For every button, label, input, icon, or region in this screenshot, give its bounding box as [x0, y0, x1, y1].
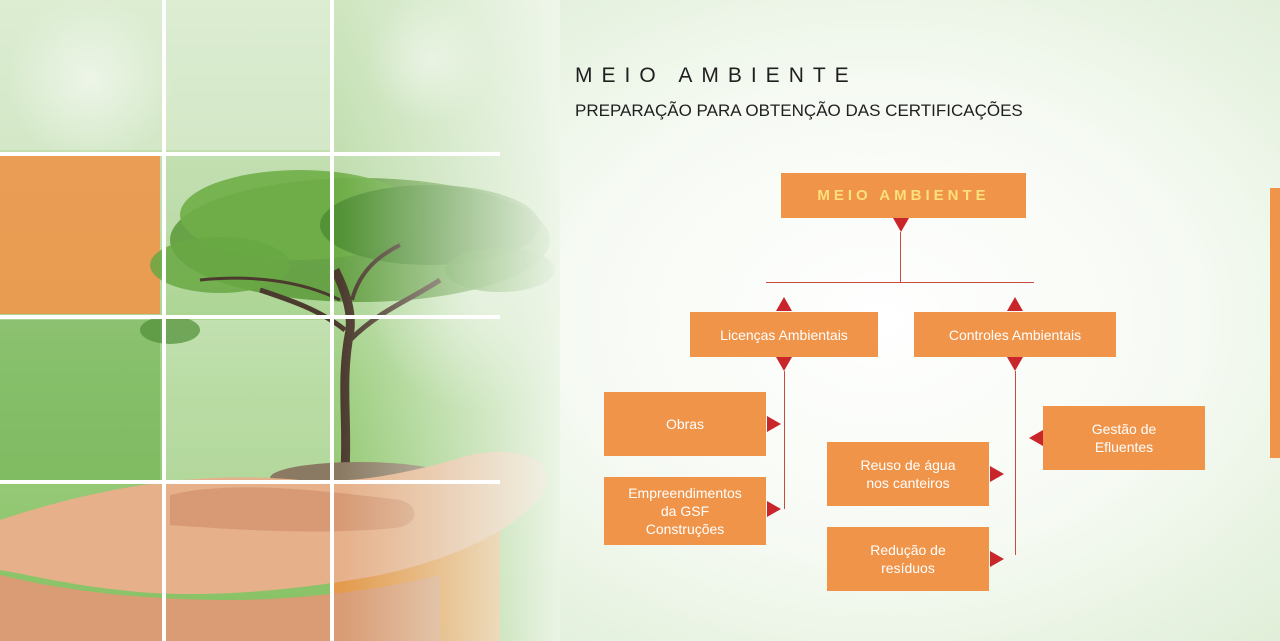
diagram-root-node: MEIO AMBIENTE — [781, 173, 1026, 218]
arrow-down-icon — [893, 218, 909, 232]
collage-tile — [0, 0, 162, 150]
arrow-right-icon — [767, 501, 781, 517]
arrow-right-icon — [767, 416, 781, 432]
grid-line — [0, 152, 500, 156]
grid-line — [0, 480, 500, 484]
diagram-node-reuso: Reuso de água nos canteiros — [827, 442, 989, 506]
collage-tile-green — [0, 320, 160, 480]
diagram-node-controles: Controles Ambientais — [914, 312, 1116, 357]
arrow-up-icon — [776, 297, 792, 311]
collage-tile-orange — [0, 156, 160, 314]
page-subtitle: PREPARAÇÃO PARA OBTENÇÃO DAS CERTIFICAÇÕ… — [575, 101, 1023, 120]
diagram-node-residuos: Redução de resíduos — [827, 527, 989, 591]
arrow-down-icon — [1007, 357, 1023, 371]
diagram-node-efluentes: Gestão de Efluentes — [1043, 406, 1205, 470]
collage-tile — [166, 0, 330, 150]
connector-line — [784, 371, 785, 509]
collage-tile — [166, 320, 330, 480]
arrow-left-icon — [1029, 430, 1043, 446]
hero-photo — [0, 0, 560, 641]
grid-line — [162, 0, 166, 641]
diagram-node-licencas: Licenças Ambientais — [690, 312, 878, 357]
photo-fade — [340, 0, 560, 641]
arrow-down-icon — [776, 357, 792, 371]
page-title: MEIO AMBIENTE — [575, 64, 858, 87]
connector-line — [900, 232, 901, 282]
edge-accent-bar — [1270, 188, 1280, 458]
arrow-right-icon — [990, 466, 1004, 482]
diagram-node-obras: Obras — [604, 392, 766, 456]
diagram-node-empreendimentos: Empreendimentos da GSF Construções — [604, 477, 766, 545]
arrow-right-icon — [990, 551, 1004, 567]
connector-line — [1015, 371, 1016, 555]
grid-line — [330, 0, 334, 641]
arrow-up-icon — [1007, 297, 1023, 311]
connector-line — [766, 282, 1034, 283]
grid-line — [0, 315, 500, 319]
